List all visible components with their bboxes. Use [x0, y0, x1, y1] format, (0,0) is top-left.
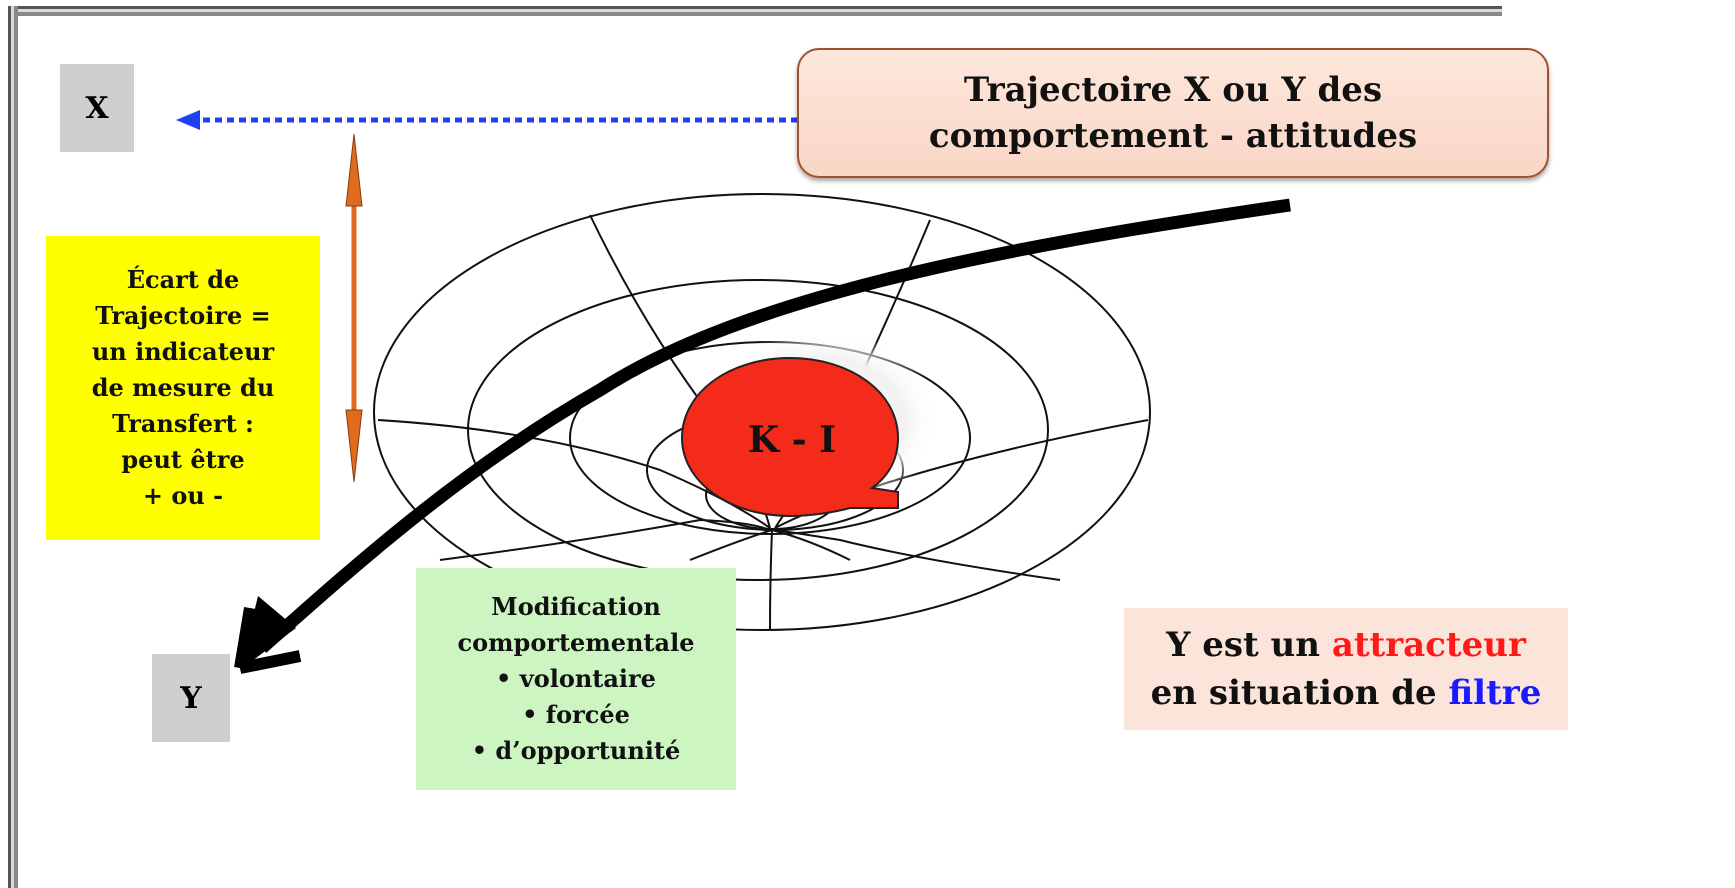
- attractor-line-2: en situation de filtre: [1150, 673, 1542, 713]
- trajectory-curve: [234, 198, 1291, 674]
- funnel-meridian: [769, 529, 773, 631]
- title-line-2: comportement - attitudes: [928, 116, 1418, 156]
- frame-top-border: [8, 6, 1502, 16]
- y-label: Y: [180, 680, 202, 716]
- modification-item: • forcée: [522, 700, 630, 729]
- y-label-box: Y: [152, 654, 230, 742]
- ecart-trajectoire-box: Écart de Trajectoire = un indicateur de …: [46, 236, 320, 540]
- k-i-label: K - I: [747, 419, 837, 461]
- dotted-arrow-to-x: [176, 110, 798, 130]
- funnel-meridian: [689, 528, 851, 561]
- modification-subheading: comportementale: [457, 628, 695, 657]
- filter-keyword: filtre: [1448, 673, 1542, 713]
- modification-box: Modification comportementale • volontair…: [416, 568, 736, 790]
- funnel-ring-outer: [373, 193, 1151, 631]
- ecart-text: Écart de Trajectoire = un indicateur de …: [91, 265, 275, 510]
- funnel-ring-2: [467, 279, 1049, 581]
- k-i-callout: [680, 356, 900, 518]
- funnel-meridian: [774, 529, 1061, 581]
- frame-left-border: [8, 6, 18, 888]
- modification-item: • volontaire: [496, 664, 656, 693]
- title-line-1: Trajectoire X ou Y des: [963, 70, 1383, 110]
- x-label-box: X: [60, 64, 134, 152]
- attractor-keyword: attracteur: [1331, 625, 1526, 665]
- ecart-double-arrow: [345, 133, 363, 483]
- modification-heading: Modification: [491, 592, 661, 621]
- funnel-meridian: [439, 518, 771, 561]
- attractor-line-1: Y est un attracteur: [1166, 625, 1526, 665]
- modification-item: • d’opportunité: [471, 736, 681, 765]
- attractor-box: Y est un attracteur en situation de filt…: [1124, 608, 1568, 730]
- x-label: X: [85, 90, 109, 126]
- trajectory-title-box: Trajectoire X ou Y des comportement - at…: [797, 48, 1549, 178]
